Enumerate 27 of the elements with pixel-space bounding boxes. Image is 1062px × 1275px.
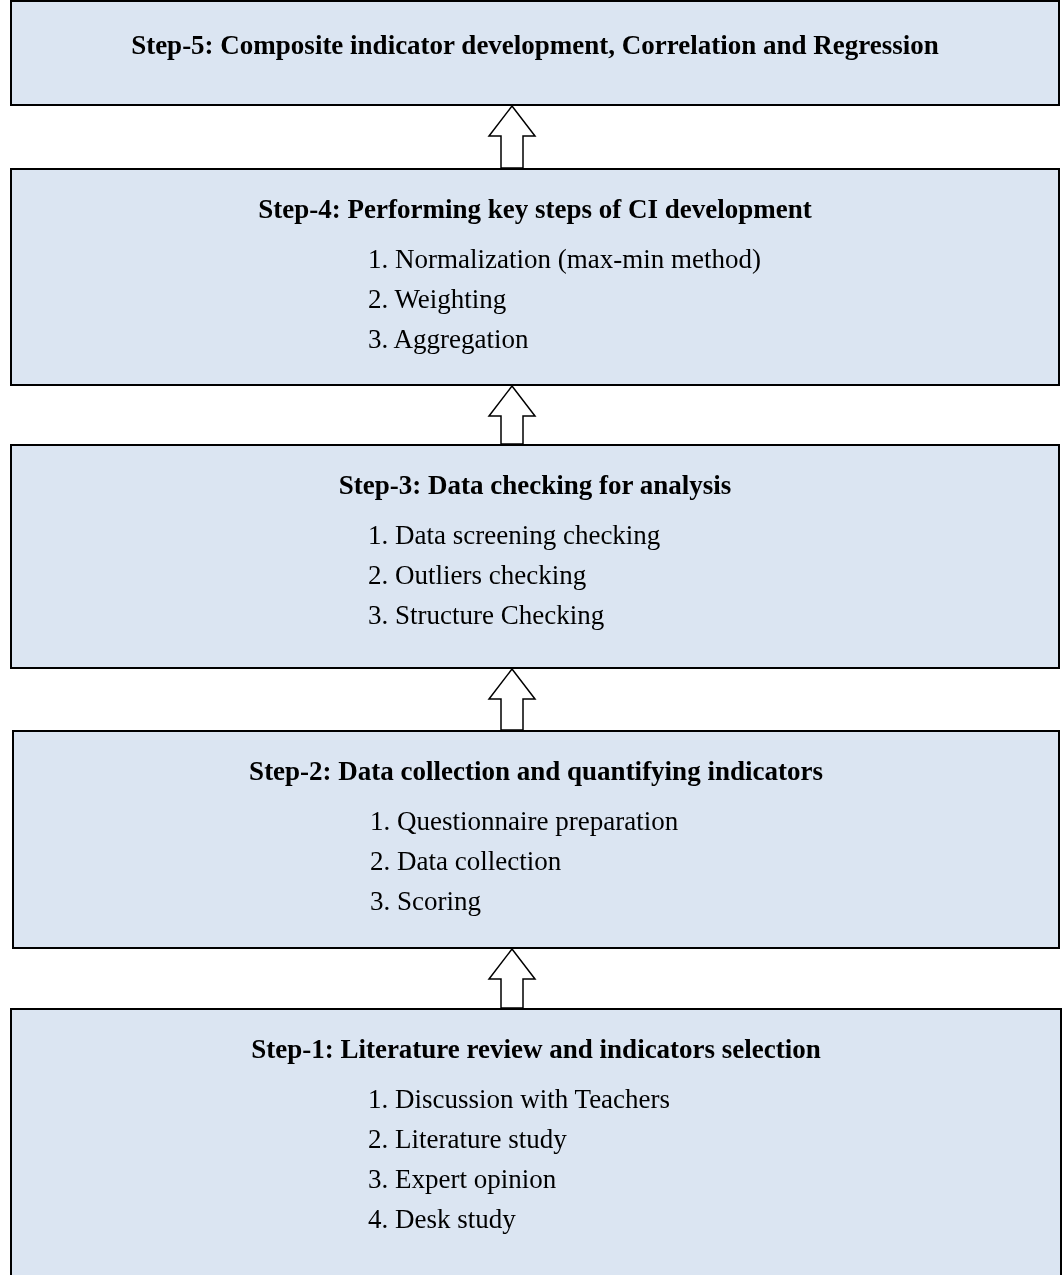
step-box bbox=[10, 1008, 1062, 1275]
block-arrow bbox=[487, 104, 537, 169]
list-item: 1. Data screening checking bbox=[368, 519, 661, 552]
list-item: 3. Scoring bbox=[370, 885, 482, 918]
block-arrow bbox=[487, 384, 537, 445]
list-item: 2. Outliers checking bbox=[368, 559, 588, 592]
step-box bbox=[12, 730, 1060, 949]
list-item: 1. Normalization (max-min method) bbox=[368, 243, 761, 276]
step-heading: Step-1: Literature review and indicators selection bbox=[251, 1034, 821, 1065]
step-heading: Step-5: Composite indicator development, Correlation and Regression bbox=[131, 30, 939, 61]
list-item: 3. Structure Checking bbox=[368, 599, 606, 632]
list-item: 2. Literature study bbox=[368, 1123, 568, 1156]
step-heading: Step-3: Data checking for analysis bbox=[338, 470, 732, 501]
step-box bbox=[10, 0, 1060, 106]
step-heading: Step-4: Performing key steps of CI development bbox=[258, 194, 812, 225]
list-item: 3. Expert opinion bbox=[368, 1163, 558, 1196]
list-item: 4. Desk study bbox=[368, 1203, 517, 1236]
list-item: 1. Questionnaire preparation bbox=[370, 805, 679, 838]
list-item: 1. Discussion with Teachers bbox=[368, 1083, 671, 1116]
block-arrow bbox=[487, 947, 537, 1009]
list-item: 2. Data collection bbox=[370, 845, 563, 878]
block-arrow bbox=[487, 667, 537, 731]
step-heading: Step-2: Data collection and quantifying indicators bbox=[249, 756, 823, 787]
step-box bbox=[10, 168, 1060, 386]
list-item: 2. Weighting bbox=[368, 283, 508, 316]
list-item: 3. Aggregation bbox=[368, 323, 530, 356]
step-box bbox=[10, 444, 1060, 669]
